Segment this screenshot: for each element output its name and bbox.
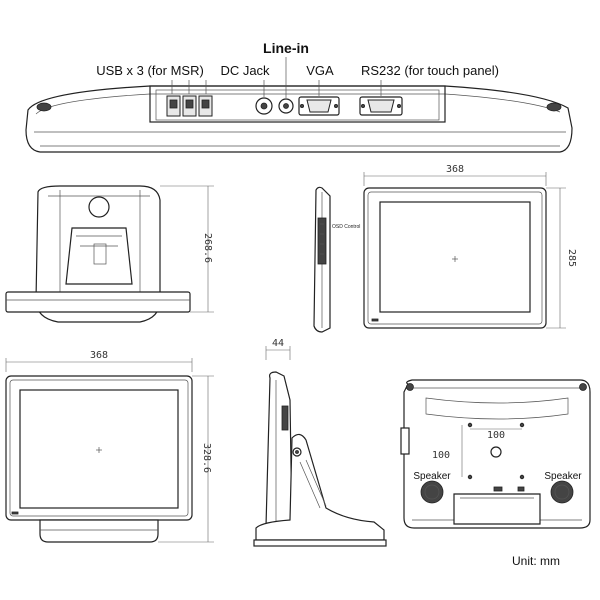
rear-view [400, 379, 591, 529]
usb-label: USB x 3 (for MSR) [96, 63, 204, 78]
vga-label: VGA [306, 63, 334, 78]
rs232-port-icon [359, 96, 403, 116]
speaker-left-label: Speaker [413, 471, 451, 482]
left-screw-icon [36, 102, 52, 112]
folded-view [5, 185, 214, 323]
dc-jack-label: DC Jack [220, 63, 270, 78]
unit-label: Unit: mm [512, 554, 560, 568]
rs232-label: RS232 (for touch panel) [361, 63, 499, 78]
osd-buttons-icon [317, 217, 327, 265]
vesa-hole-icon [519, 422, 525, 428]
vga-port-icon [298, 96, 340, 116]
speaker-right-icon [550, 480, 574, 504]
vesa-hole-icon [467, 422, 473, 428]
vesa-horizontal-dimension: 100 [487, 430, 505, 441]
front-view-top [363, 172, 566, 329]
osd-control-label: OSD Control [332, 224, 360, 230]
vesa-hole-icon [467, 474, 473, 480]
side-edge-view [313, 186, 331, 333]
bottom-width-dimension: 368 [90, 350, 108, 361]
profile-depth-dimension: 44 [272, 338, 284, 349]
dc-jack-icon [255, 97, 273, 115]
top-view [25, 57, 573, 153]
side-profile-view [253, 346, 387, 547]
speaker-left-icon [420, 480, 444, 504]
bottom-height-dimension: 328.6 [201, 443, 212, 473]
vesa-vertical-dimension: 100 [432, 450, 450, 461]
front-view-bottom [5, 358, 214, 543]
side-height-dimension: 268.6 [202, 233, 213, 263]
vesa-hole-icon [519, 474, 525, 480]
line-in-label: Line-in [263, 40, 309, 56]
top-width-dimension: 368 [446, 164, 464, 175]
right-screw-icon [546, 102, 562, 112]
line-in-port-icon [278, 98, 294, 114]
usb-ports-icon [166, 95, 213, 117]
top-height-dimension: 285 [566, 249, 577, 267]
speaker-right-label: Speaker [544, 471, 582, 482]
